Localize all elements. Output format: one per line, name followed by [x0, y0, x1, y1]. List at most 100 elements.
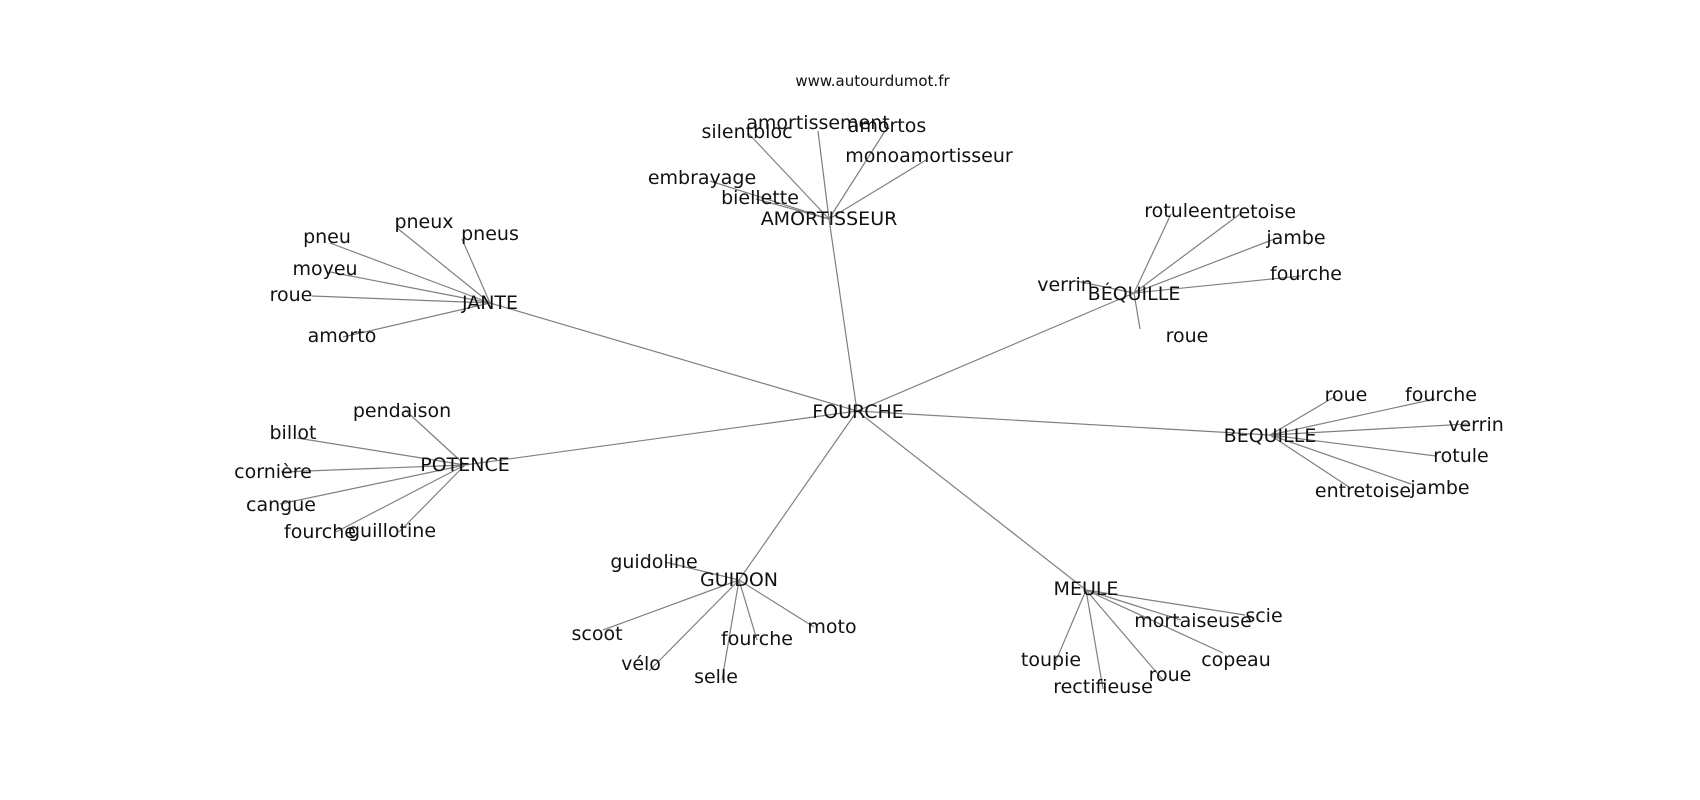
- leaf-label-amortisseur: amortissement: [746, 112, 890, 134]
- edge-bequille-accent-leaf: [1133, 292, 1141, 330]
- leaf-label-meule: mortaiseuse: [1134, 610, 1252, 632]
- edge-amortisseur-leaf: [755, 198, 830, 220]
- leaf-label-jante: moyeu: [292, 258, 357, 280]
- leaf-label-meule: roue: [1149, 664, 1192, 686]
- leaf-label-jante: pneux: [394, 211, 453, 233]
- leaf-label-meule: scie: [1245, 605, 1282, 627]
- edge-potence-leaf: [335, 464, 466, 533]
- edge-root-potence: [464, 410, 858, 466]
- leaf-label-jante: pneu: [303, 226, 351, 248]
- leaf-label-bequille: jambe: [1409, 477, 1469, 499]
- leaf-label-potence: guillotine: [348, 520, 436, 542]
- leaf-label-guidon: scoot: [571, 623, 622, 645]
- leaf-label-meule: rectifieuse: [1053, 676, 1153, 698]
- edge-bequille-leaf: [1269, 423, 1469, 436]
- hub-label-potence: POTENCE: [420, 454, 510, 476]
- leaf-label-bequille: rotule: [1433, 445, 1488, 467]
- leaf-label-bequille: roue: [1325, 384, 1368, 406]
- edge-guidon-leaf: [721, 579, 740, 681]
- edge-amortisseur-leaf: [817, 130, 830, 220]
- leaf-label-potence: cangue: [246, 494, 316, 516]
- hub-label-jante: JANTE: [461, 292, 518, 314]
- edge-potence-leaf: [398, 464, 466, 533]
- edge-bequille-leaf: [1269, 398, 1436, 436]
- edge-potence-leaf: [280, 464, 466, 473]
- edge-bequille-leaf: [1269, 395, 1337, 436]
- edge-root-jante: [489, 302, 858, 412]
- leaf-label-jante: roue: [270, 284, 313, 306]
- edge-meule-leaf: [1085, 589, 1182, 621]
- edge-root-guidon: [738, 410, 858, 581]
- edge-meule-leaf: [1085, 589, 1164, 681]
- leaf-label-jante: pneus: [461, 223, 519, 245]
- leaf-label-meule: toupie: [1021, 649, 1081, 671]
- source-watermark: www.autourdumot.fr: [795, 72, 950, 90]
- leaf-label-potence: pendaison: [353, 400, 451, 422]
- leaf-label-amortisseur: amortos: [848, 115, 927, 137]
- leaf-label-jante: amorto: [308, 325, 377, 347]
- leaf-label-bequille-accent: verrin: [1037, 274, 1093, 296]
- leaf-label-guidon: fourche: [721, 628, 793, 650]
- hub-label-guidon: GUIDON: [700, 569, 778, 591]
- edge-meule-leaf: [1085, 589, 1104, 690]
- edge-guidon-leaf: [664, 561, 740, 581]
- edge-jante-leaf: [461, 238, 491, 304]
- edge-root-amortisseur: [828, 218, 858, 412]
- edge-root-bequille-accent: [856, 292, 1135, 412]
- edge-jante-leaf: [342, 302, 491, 338]
- leaf-label-potence: fourche: [284, 521, 356, 543]
- edge-bequille-leaf: [1269, 434, 1412, 485]
- leaf-label-amortisseur: biellette: [721, 187, 799, 209]
- edge-bequille-leaf: [1269, 434, 1437, 457]
- root-label: FOURCHE: [812, 401, 904, 423]
- edge-bequille-leaf: [1269, 434, 1350, 488]
- edge-amortisseur-leaf: [709, 180, 830, 220]
- hub-label-meule: MEULE: [1054, 578, 1119, 600]
- edge-root-bequille: [856, 410, 1271, 436]
- leaf-label-guidon: moto: [807, 616, 856, 638]
- leaf-label-bequille: verrin: [1448, 414, 1504, 436]
- edge-bequille-accent-leaf: [1075, 280, 1135, 294]
- edge-root-meule: [856, 410, 1087, 591]
- edge-bequille-accent-leaf: [1133, 275, 1302, 294]
- edge-guidon-leaf: [738, 579, 758, 641]
- edge-guidon-leaf: [648, 579, 740, 672]
- edge-bequille-accent-leaf: [1133, 237, 1278, 294]
- edge-meule-leaf: [1054, 589, 1087, 664]
- leaf-label-guidon: guidoline: [610, 551, 697, 573]
- edge-potence-leaf: [296, 437, 466, 466]
- leaf-label-guidon: vélo: [621, 653, 661, 675]
- leaf-label-meule: copeau: [1201, 649, 1271, 671]
- leaf-label-potence: cornière: [234, 461, 312, 483]
- leaf-label-bequille-accent: rotule: [1144, 200, 1199, 222]
- edge-meule-leaf: [1085, 589, 1224, 654]
- leaf-label-bequille-accent: roue: [1166, 325, 1209, 347]
- hub-label-bequille-accent: BÉQUILLE: [1088, 282, 1181, 305]
- leaf-label-bequille: entretoise: [1315, 480, 1411, 502]
- edge-amortisseur-leaf: [828, 159, 927, 220]
- edge-amortisseur-leaf: [747, 132, 830, 220]
- edge-guidon-leaf: [602, 579, 740, 631]
- hub-label-amortisseur: AMORTISSEUR: [761, 208, 898, 230]
- edge-jante-leaf: [311, 295, 491, 304]
- leaf-label-guidon: selle: [694, 666, 738, 688]
- edge-bequille-accent-leaf: [1133, 213, 1241, 294]
- edge-amortisseur-leaf: [828, 130, 886, 220]
- edge-guidon-leaf: [738, 579, 815, 628]
- leaf-label-potence: billot: [270, 422, 317, 444]
- leaf-label-amortisseur: silentbloc: [701, 121, 792, 143]
- edge-jante-leaf: [396, 227, 491, 304]
- edge-jante-leaf: [329, 242, 491, 304]
- edge-meule-leaf: [1085, 589, 1246, 616]
- leaf-label-bequille-accent: jambe: [1265, 227, 1325, 249]
- edge-jante-leaf: [329, 271, 491, 304]
- leaf-label-bequille-accent: entretoise: [1200, 201, 1296, 223]
- edge-potence-leaf: [404, 409, 466, 466]
- edge-bequille-accent-leaf: [1133, 213, 1172, 294]
- leaf-label-amortisseur: monoamortisseur: [845, 145, 1013, 167]
- hub-label-bequille: BEQUILLE: [1224, 425, 1317, 447]
- leaf-label-bequille-accent: fourche: [1270, 263, 1342, 285]
- edge-potence-leaf: [279, 464, 466, 505]
- leaf-label-amortisseur: embrayage: [648, 167, 756, 189]
